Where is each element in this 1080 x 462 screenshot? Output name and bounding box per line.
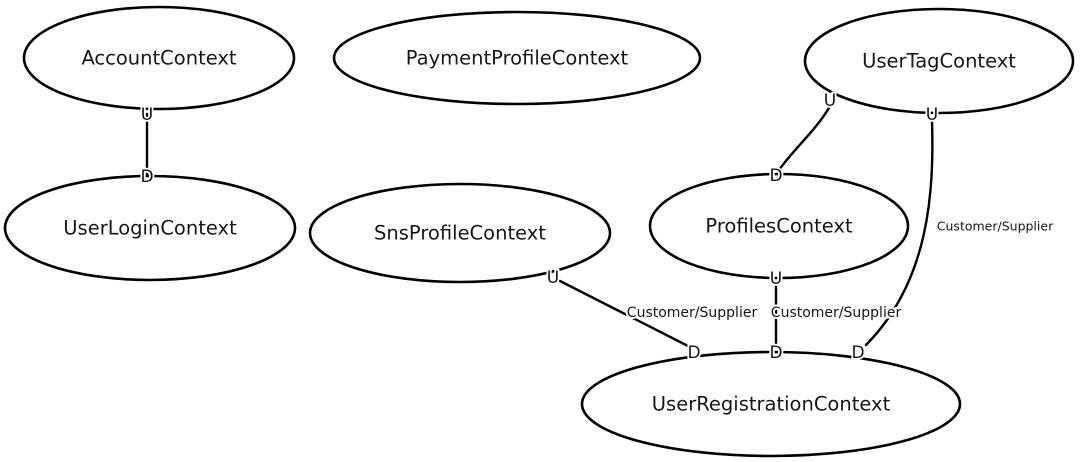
relationship-edges-layer [145,104,934,348]
context-ellipse[interactable] [580,350,962,458]
bounded-context-user_tag[interactable]: UserTagContext [803,7,1075,115]
relationship-edge[interactable] [777,104,832,172]
relationship-label-halo: Customer/Supplier [937,219,1054,234]
role-marker-halo: D [769,343,782,363]
role-marker-halo: U [824,91,836,111]
downstream-marker-icon[interactable]: D [769,166,782,186]
role-marker-halo: D [140,167,153,187]
context-label: AccountContext [81,47,236,70]
downstream-marker-icon[interactable]: D [851,343,864,363]
context-label: UserTagContext [862,50,1016,73]
bounded-context-profiles[interactable]: ProfilesContext [648,172,910,280]
context-label: ProfilesContext [705,215,853,238]
context-ellipse[interactable] [22,5,296,111]
relationship-label: Customer/Supplier [627,305,758,321]
upstream-marker-icon[interactable]: U [770,269,782,289]
context-label: SnsProfileContext [374,222,546,245]
relationship-label: Customer/Supplier [771,305,902,321]
upstream-marker-icon[interactable]: U [824,91,836,111]
role-marker-halo: D [769,166,782,186]
relationship-edge[interactable] [558,279,690,348]
role-marker-halo: U [926,105,938,125]
role-marker-halo: U [141,105,153,125]
bounded-context-user_registration[interactable]: UserRegistrationContext [580,350,962,458]
context-nodes-layer: AccountContext PaymentProfileContext UserT… [3,5,1075,458]
upstream-marker-icon[interactable]: U [547,268,559,288]
upstream-marker-icon[interactable]: U [141,105,153,125]
bounded-context-user_login[interactable]: UserLoginContext [3,174,297,282]
downstream-marker-icon[interactable]: D [140,167,153,187]
role-marker-halo: U [547,268,559,288]
relationship-label-halo: Customer/Supplier [771,305,902,321]
context-ellipse[interactable] [308,182,612,284]
context-ellipse[interactable] [648,172,910,280]
role-marker-halo: D [851,343,864,363]
upstream-marker-icon[interactable]: U [926,105,938,125]
bounded-context-sns_profile[interactable]: SnsProfileContext [308,182,612,284]
relationship-label: Customer/Supplier [937,219,1054,234]
role-marker-halo: D [687,343,700,363]
context-ellipse[interactable] [332,10,702,106]
relationship-edge[interactable] [864,119,934,347]
role-marker-halo: U [770,269,782,289]
downstream-marker-icon[interactable]: D [769,343,782,363]
relationship-label-halo: Customer/Supplier [627,305,758,321]
context-label: UserRegistrationContext [652,393,891,416]
bounded-context-account[interactable]: AccountContext [22,5,296,111]
downstream-marker-icon[interactable]: D [687,343,700,363]
context-ellipse[interactable] [803,7,1075,115]
context-label: PaymentProfileContext [406,47,629,70]
context-ellipse[interactable] [3,174,297,282]
context-label: UserLoginContext [63,217,237,240]
bounded-context-payment_profile[interactable]: PaymentProfileContext [332,10,702,106]
